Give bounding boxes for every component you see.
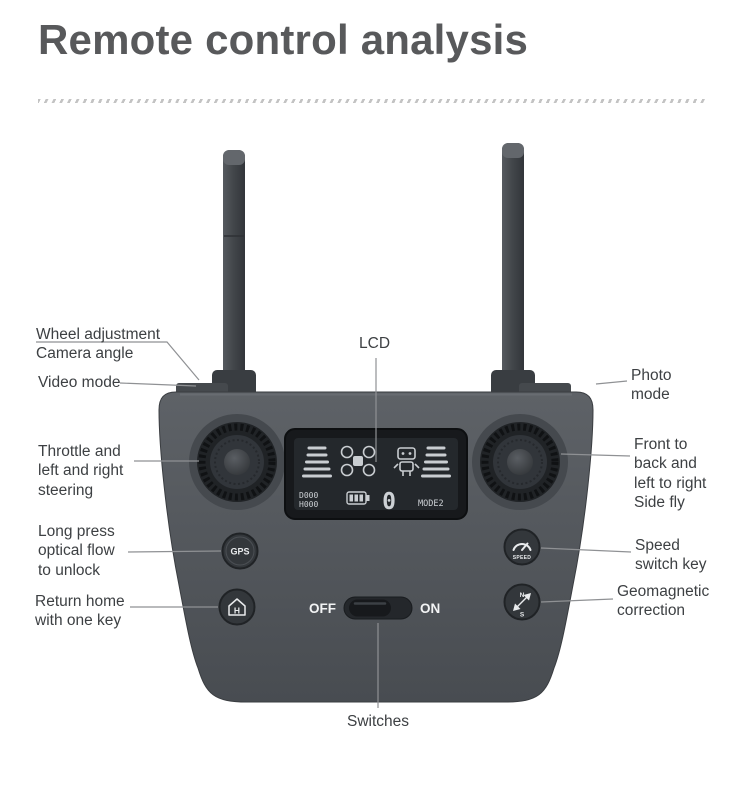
gps-button: GPS	[221, 532, 259, 570]
home-button-letter: H	[234, 606, 240, 616]
left-antenna	[223, 150, 245, 398]
lcd-robot-icon	[393, 447, 420, 476]
speed-button: SPEED	[503, 528, 541, 566]
switch-off-label: OFF	[309, 601, 336, 616]
left-joystick	[189, 414, 285, 510]
lcd-drone-icon	[340, 445, 376, 477]
speed-button-label: SPEED	[513, 555, 532, 561]
dashed-divider	[38, 99, 705, 103]
lcd-left-signal-ladder	[302, 446, 332, 478]
leader-speed	[540, 547, 632, 553]
leader-video-mode	[119, 382, 197, 387]
lcd-d-value: D000	[299, 491, 318, 500]
label-switches: Switches	[347, 713, 410, 730]
lcd-screen: D000 H000 0 MODE2	[284, 428, 468, 520]
label-speed-switch: Speed switch key	[635, 537, 707, 574]
geomagnetic-button: N S	[503, 583, 541, 621]
leader-long-press	[127, 550, 222, 553]
lcd-battery-icon	[346, 491, 370, 505]
lcd-big-digit: 0	[382, 489, 396, 515]
lcd-mode-value: MODE2	[418, 499, 444, 509]
lcd-right-signal-ladder	[421, 446, 451, 478]
lcd-h-value: H000	[299, 500, 318, 509]
home-icon	[228, 598, 246, 616]
leader-lines	[36, 341, 632, 708]
page-title: Remote control analysis	[38, 16, 529, 63]
return-home-button: H	[218, 588, 256, 626]
label-video-mode: Video mode	[38, 374, 121, 391]
compass-arrows-icon	[513, 593, 531, 611]
leader-wheel-adjustment	[36, 341, 200, 381]
label-geomagnetic: Geomagnetic correction	[617, 583, 710, 620]
compass-n-label: N	[520, 592, 525, 599]
right-joystick	[472, 414, 568, 510]
leader-front-back	[560, 453, 631, 457]
label-throttle: Throttle and left and right steering	[38, 443, 124, 499]
speedometer-icon	[512, 542, 532, 551]
label-wheel-adjustment: Wheel adjustment Camera angle	[36, 326, 161, 363]
label-return-home: Return home with one key	[35, 593, 125, 630]
switch-on-label: ON	[420, 601, 440, 616]
leader-geomagnetic	[540, 598, 614, 603]
label-photo-mode: Photo mode	[631, 367, 672, 404]
compass-s-label: S	[520, 612, 525, 619]
label-long-press: Long press optical flow to unlock	[38, 523, 115, 579]
leader-photo-mode	[595, 380, 628, 385]
gps-button-label: GPS	[230, 547, 249, 557]
power-switch	[343, 596, 413, 620]
right-antenna	[502, 143, 524, 398]
label-lcd: LCD	[359, 335, 391, 352]
label-front-back: Front to back and left to right Side fly	[634, 436, 707, 512]
